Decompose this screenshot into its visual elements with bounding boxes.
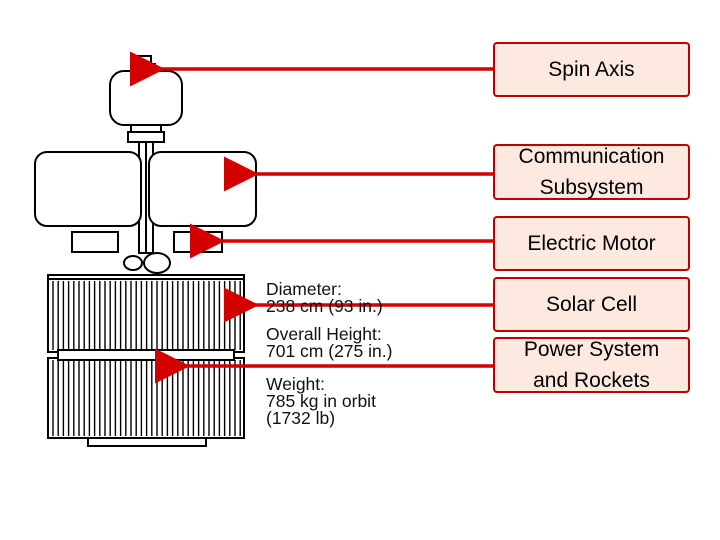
drum-base — [87, 437, 207, 447]
callout-communication-line1: Communication — [518, 144, 665, 168]
drum-band — [57, 349, 235, 361]
callout-communication-line2: Subsystem — [539, 176, 644, 199]
callout-power-system: Power System and Rockets — [493, 337, 690, 393]
motor-ball-left — [123, 255, 143, 271]
callout-solar-cell-label: Solar Cell — [545, 292, 638, 316]
neck-ring — [127, 131, 165, 143]
diameter-value: 238 cm (93 in.) — [266, 296, 383, 316]
callout-power-line1: Power System — [523, 337, 660, 361]
communication-reflector-right — [148, 151, 257, 227]
diameter-label: Diameter: — [266, 279, 342, 299]
motor-bracket-left — [71, 231, 119, 253]
motor-ball-right — [143, 252, 171, 274]
height-value: 701 cm (275 in.) — [266, 341, 393, 361]
weight-label: Weight: — [266, 374, 326, 394]
callout-electric-motor-label: Electric Motor — [527, 231, 656, 255]
weight-value: 785 kg in orbit — [266, 391, 376, 411]
callout-communication-subsystem: Communication Subsystem — [493, 144, 690, 200]
callout-spin-axis: Spin Axis — [493, 42, 690, 97]
callout-power-line2: and Rockets — [533, 369, 650, 392]
motor-bracket-right — [173, 231, 223, 253]
height-label: Overall Height: — [266, 324, 382, 344]
antenna-housing — [109, 70, 183, 126]
callout-solar-cell: Solar Cell — [493, 277, 690, 332]
callout-electric-motor: Electric Motor — [493, 216, 690, 271]
callout-spin-axis-label: Spin Axis — [548, 57, 635, 81]
weight-value-lb: (1732 lb) — [266, 408, 336, 428]
communication-reflector-left — [34, 151, 142, 227]
